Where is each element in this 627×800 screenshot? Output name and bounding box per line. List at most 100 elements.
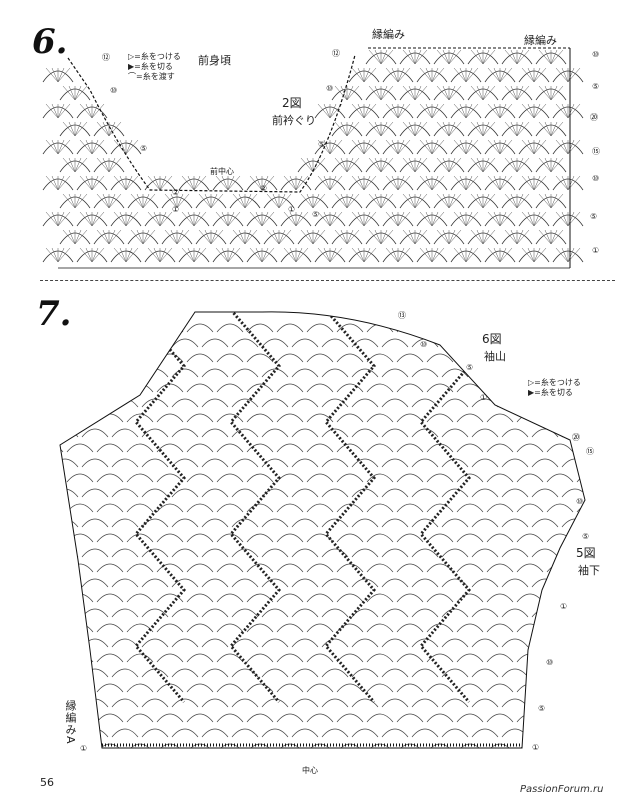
shell-stitch [321,428,349,438]
fan-stitch-leg [419,211,433,227]
fan-stitch-leg [187,175,195,191]
shell-stitch [576,743,585,748]
fan-stitch-leg [227,211,235,227]
fan-stitch-leg [306,229,314,245]
shell-stitch [126,353,154,363]
fan-stitch-leg [181,211,195,227]
shell-stitch [381,518,409,528]
fan-stitch-leg [266,229,280,245]
shell-stitch [592,339,618,347]
fan-stitch-leg [516,49,530,65]
shell-stitch [561,368,585,378]
edge-label-1: 縁編み [372,28,405,41]
shell-stitch [396,503,424,513]
fan-stitch-leg [465,175,479,191]
legend-6-carry: ⌒=糸を渡す [128,72,175,81]
shell-stitch [351,608,379,618]
fan-stitch-leg [261,211,269,227]
shell-stitch [276,653,304,663]
shell-stitch [441,728,469,738]
fan-stitch-leg [550,85,564,101]
shell-stitch [592,369,618,377]
shell-stitch [426,623,454,633]
shell-stitch [456,593,484,603]
fan-stitch-leg [527,103,535,119]
fan-stitch-leg [351,139,365,155]
shell-stitch [471,608,499,618]
fan-stitch-leg [329,139,343,155]
fan-stitch-leg [62,229,76,245]
shell-stitch [216,743,244,748]
fan-stitch-leg [516,49,524,65]
fan-stitch-leg [397,247,405,263]
fan-stitch-leg [295,211,303,227]
shell-stitch [291,728,319,738]
fan-stitch-leg [482,121,496,137]
fan-stitch-leg [57,139,71,155]
fan-stitch-leg [357,175,365,191]
shell-stitch [216,503,244,513]
shell-stitch [531,428,559,438]
fan-stitch-leg [51,211,59,227]
shell-stitch [441,668,469,678]
shell-stitch [126,623,154,633]
shell-stitch [396,383,424,393]
fan-stitch-leg [249,175,263,191]
fan-stitch-leg [153,211,161,227]
shell-stitch [486,653,514,663]
shell-stitch [186,713,214,723]
shell-stitch [216,533,244,543]
shell-stitch [456,443,484,453]
shell-stitch [321,728,349,738]
fan-stitch-leg [459,67,467,83]
row-marker-7-right: ⑮ [586,447,594,456]
shell-stitch [411,548,439,558]
fan-stitch-leg [346,85,360,101]
shell-stitch [592,549,618,557]
fan-stitch-leg [96,193,110,209]
fan-stitch-leg [244,229,252,245]
shell-stitch [291,608,319,618]
shell-stitch [381,698,409,708]
shell-stitch [592,519,618,527]
shell-stitch [351,668,379,678]
shell-stitch [501,668,529,678]
shell-stitch [276,623,304,633]
step-7-number: 7. [36,294,72,334]
fan-stitch-leg [482,85,496,101]
fan-stitch-leg [363,139,377,155]
fan-stitch-leg [402,157,416,173]
legend-6-attach: ▷=糸をつける [128,52,181,61]
shell-stitch [186,743,214,748]
fan-stitch-leg [476,85,484,101]
fan-stitch-leg [431,175,439,191]
fan-stitch-leg [51,175,59,191]
shell-stitch [141,488,169,498]
shell-stitch [171,698,199,708]
fan-stitch-leg [368,85,382,101]
fan-stitch-leg [278,193,286,209]
shell-stitch [501,338,529,348]
shell-stitch [156,533,184,543]
shell-stitch [351,398,379,408]
fan-stitch-leg [68,229,76,245]
row-marker-7-right: ⑤ [538,704,546,713]
shell-stitch [306,563,334,573]
shell-stitch [381,638,409,648]
fan-stitch-leg [261,211,275,227]
fan-stitch-leg [91,211,99,227]
fan-stitch-leg [482,157,496,173]
shell-stitch [231,488,259,498]
fan-stitch-leg [57,139,65,155]
shell-stitch [141,608,169,618]
shell-stitch [592,579,618,587]
fan-stitch-leg [346,193,354,209]
shell-stitch [531,638,559,648]
shell-stitch [216,563,244,573]
shell-stitch [126,443,154,453]
row-marker-7-right: ① [480,393,488,402]
fan-stitch-leg [238,193,246,209]
sleeve-pattern [60,311,618,748]
shell-stitch [306,743,334,748]
shell-stitch [60,608,79,618]
